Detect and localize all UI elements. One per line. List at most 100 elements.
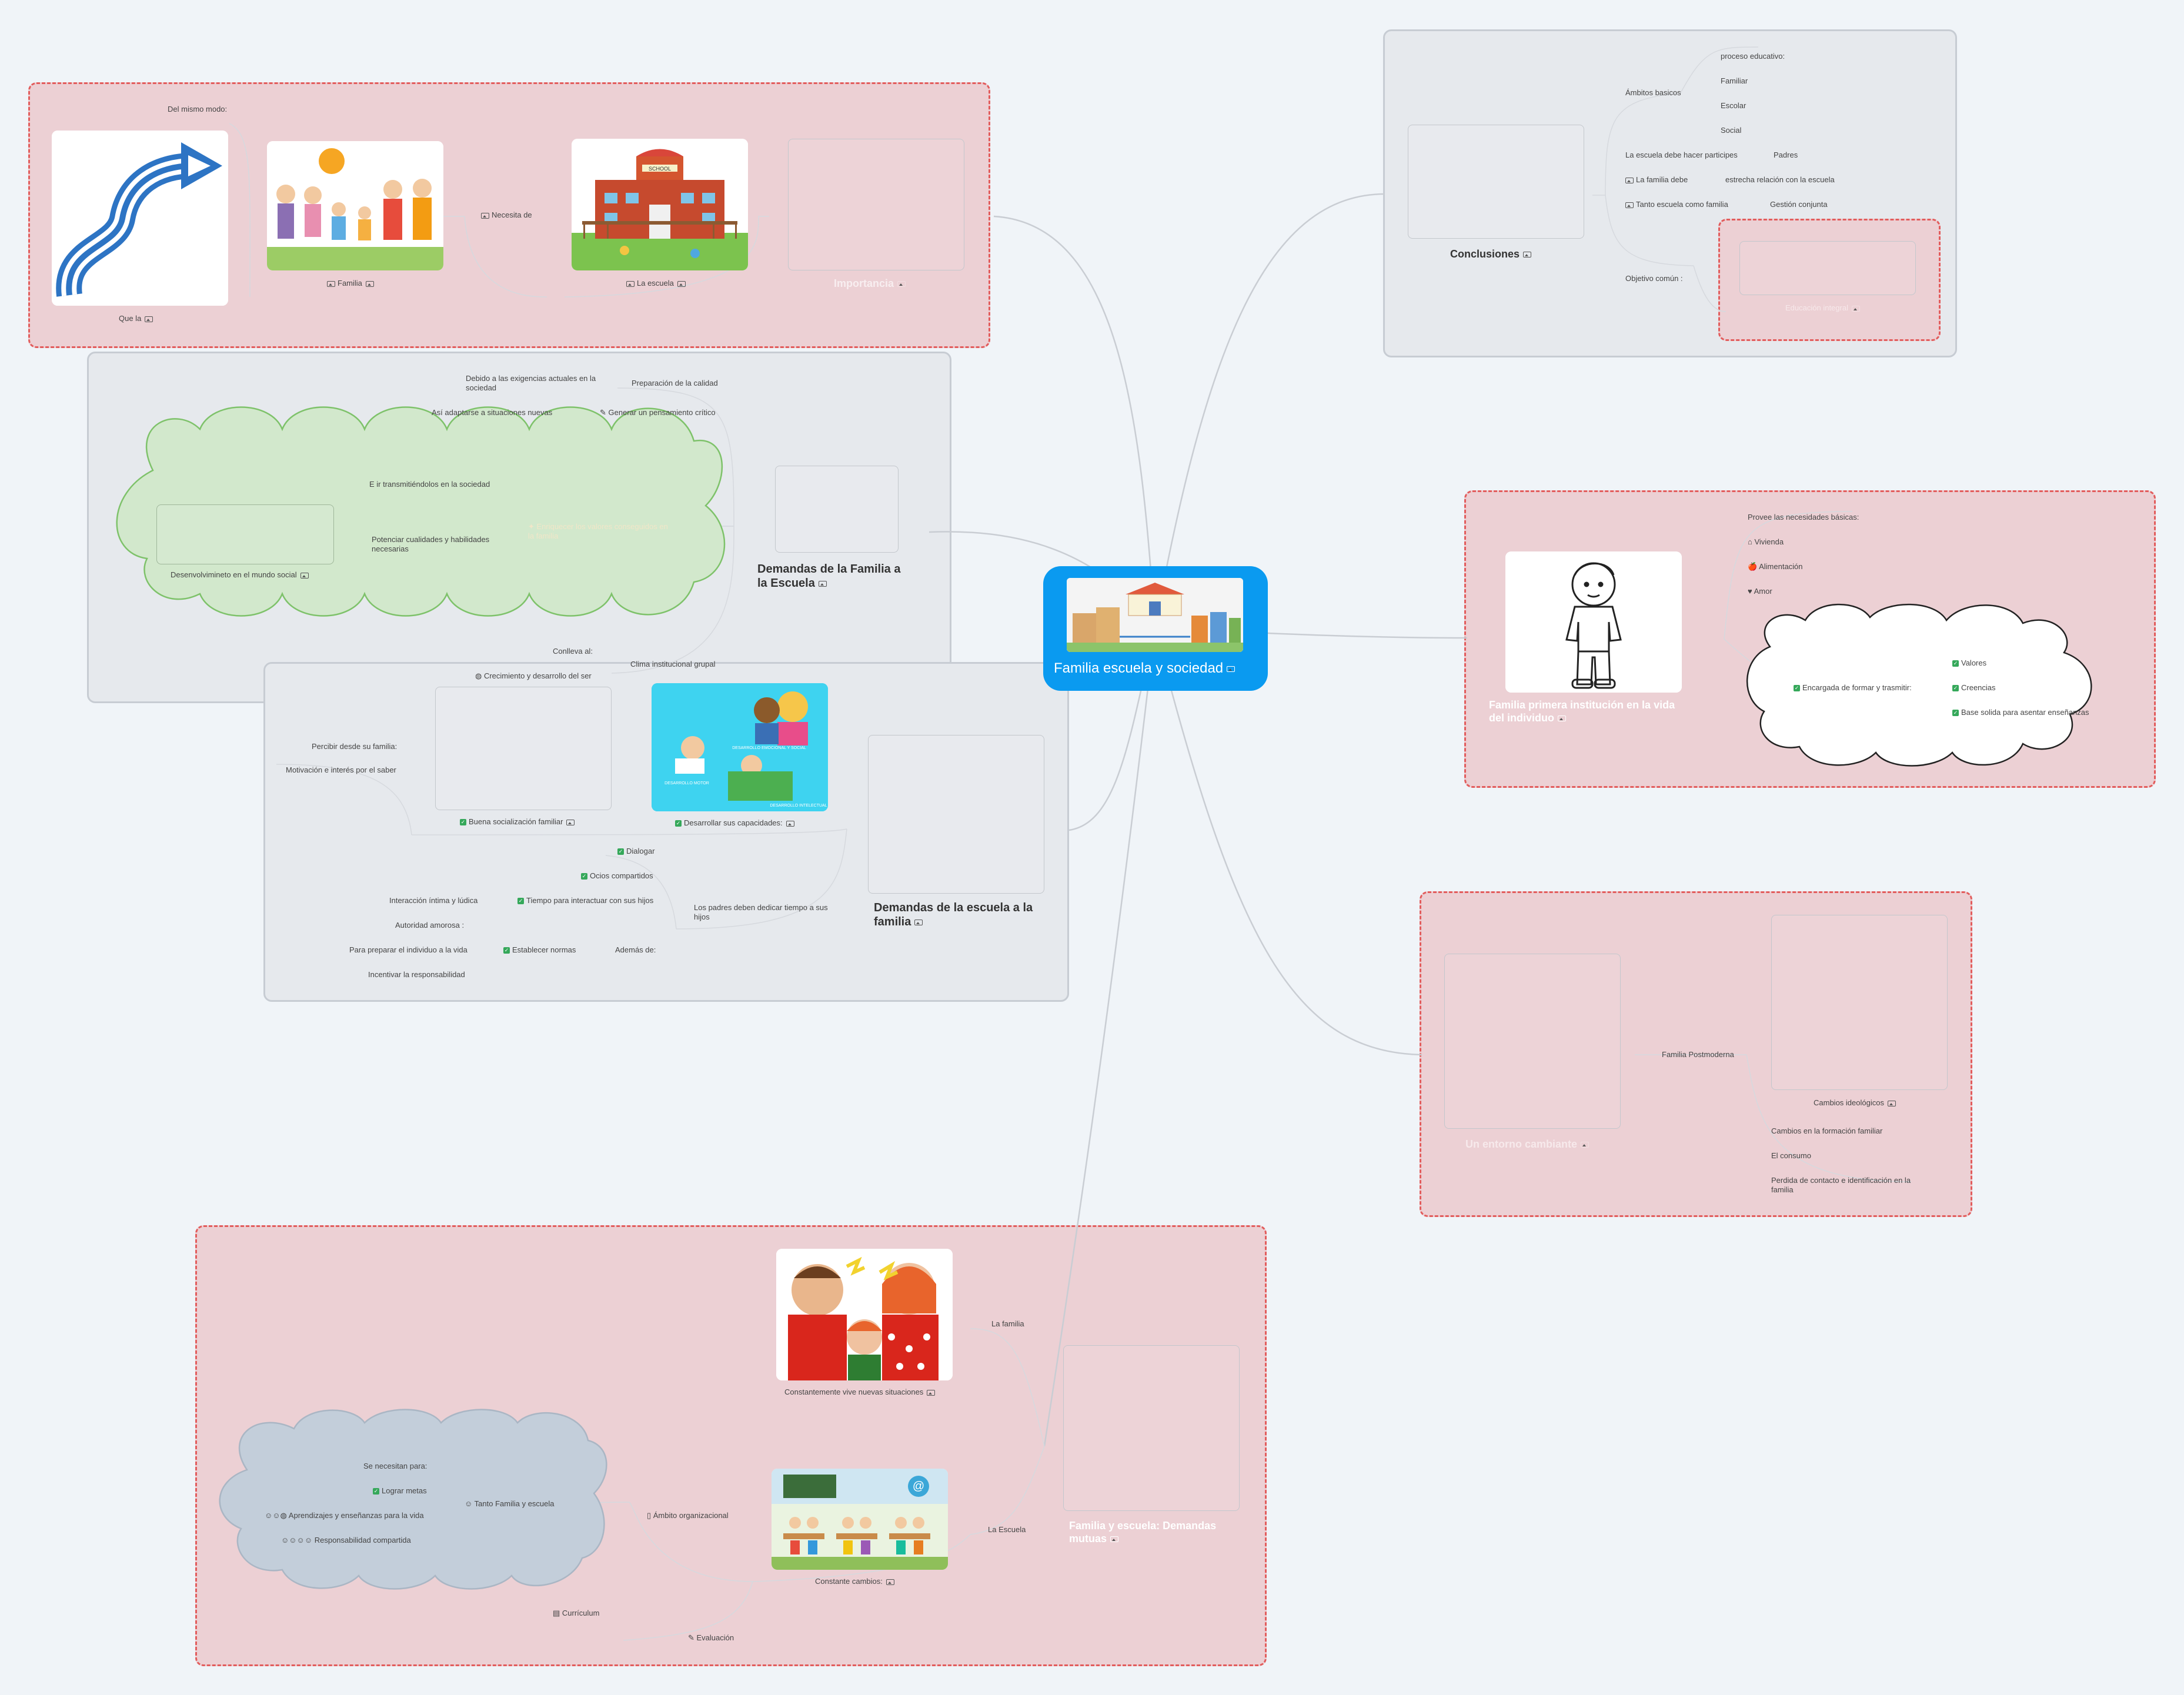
que-la-node[interactable]: Que la [119,314,153,323]
star-icon: ✦ [528,522,537,531]
tiempo-node[interactable]: ✓Tiempo para interactuar con sus hijos [517,896,654,905]
familia-node[interactable]: Familia [327,279,374,288]
objetivo-node[interactable]: Objetivo común : [1625,274,1683,283]
encargada-node[interactable]: ✓Encargada de formar y trasmitir: [1794,683,1912,692]
preparar-node[interactable]: Para preparar el individuo a la vida [349,945,467,954]
ambitos-node[interactable]: Ámbitos basicos [1625,88,1681,97]
conlleva-node[interactable]: Conlleva al: [553,647,593,656]
emoji-icon: ☺☺☺☺ [281,1536,315,1544]
lograr-metas-node[interactable]: ✓Lograr metas [373,1486,427,1495]
demandas-escuela-image-placeholder [868,735,1044,894]
gestion-node[interactable]: Gestión conjunta [1770,200,1828,209]
central-topic[interactable]: Familia escuela y sociedad [1043,566,1268,691]
social-node[interactable]: Social [1721,126,1742,135]
aprendizajes-node[interactable]: ☺☺◍ Aprendizajes y enseñanzas para la vi… [265,1511,424,1520]
check-icon: ✓ [1952,710,1959,717]
desarrollar-node[interactable]: ✓Desarrollar sus capacidades: [675,818,794,828]
escuela-node[interactable]: La escuela [626,279,686,288]
postmoderna-node[interactable]: Familia Postmoderna [1662,1050,1734,1059]
tanto-escuela-node[interactable]: Tanto escuela como familia [1625,200,1728,209]
constantemente-node[interactable]: Constantemente vive nuevas situaciones [784,1388,936,1397]
desenvolvimiento-node[interactable]: Desenvolvimineto en el mundo social [171,570,309,580]
alimentacion-node[interactable]: 🍎 Alimentación [1748,562,1803,571]
padres-dedicar-node[interactable]: Los padres deben dedicar tiempo a sus hi… [694,903,828,921]
buena-socializacion-node[interactable]: ✓Buena socialización familiar [460,817,575,827]
autoridad-node[interactable]: Autoridad amorosa : [395,921,465,930]
image-icon [886,1579,894,1585]
generar-node[interactable]: ✎ Generar un pensamiento crítico [600,408,716,417]
escolar-node[interactable]: Escolar [1721,101,1746,110]
house-icon: ⌂ [1748,537,1755,546]
check-icon: ✓ [1952,660,1959,667]
document-icon: ▯ [647,1511,653,1520]
cambios-ideologicos-image-placeholder [1771,915,1948,1090]
demandas-familia-image-placeholder [775,466,899,553]
proceso-node[interactable]: proceso educativo: [1721,52,1785,61]
central-topic-title: Familia escuela y sociedad [1054,660,1235,677]
base-solida-node[interactable]: ✓Base solida para asentar enseñanzas [1952,708,2089,717]
del-mismo-modo-node[interactable]: Del mismo modo: [168,105,228,113]
creencias-node[interactable]: ✓Creencias [1952,683,1996,692]
establecer-node[interactable]: ✓Establecer normas [503,945,576,954]
transmitiendolos-node[interactable]: E ir transmitiéndolos en la sociedad [369,480,490,489]
ocios-node[interactable]: ✓Ocios compartidos [581,871,653,880]
padres-node[interactable]: Padres [1774,151,1798,159]
escuela-debe-node[interactable]: La escuela debe hacer participes [1625,151,1738,159]
ambito-node[interactable]: ▯ Ámbito organizacional [647,1511,729,1520]
debido-node[interactable]: Debido a las exigencias actuales en la s… [466,374,596,392]
check-icon: ✓ [517,898,524,905]
la-escuela-node[interactable]: La Escuela [988,1525,1026,1534]
ademas-node[interactable]: Además de: [615,945,656,954]
importancia-title[interactable]: Importancia [834,278,906,289]
curriculum-node[interactable]: ▤ Currículum [553,1609,600,1617]
valores-node[interactable]: ✓Valores [1952,658,1987,667]
mutuas-title[interactable]: Familia y escuela: Demandas mutuas [1069,1520,1217,1544]
motivacion-node[interactable]: Motivación e interés por el saber [286,765,396,774]
provee-node[interactable]: Provee las necesidades básicas: [1748,513,1859,521]
estrecha-node[interactable]: estrecha relación con la escuela [1725,175,1835,184]
asi-node[interactable]: Así adaptarse a situaciones nuevas [432,408,553,417]
consumo-node[interactable]: El consumo [1771,1151,1811,1160]
cambios-formacion-node[interactable]: Cambios en la formación familiar [1771,1126,1883,1135]
check-icon: ✓ [617,848,624,855]
perdida-node[interactable]: Perdida de contacto e identificación en … [1771,1176,1911,1194]
conclusiones-title[interactable]: Conclusiones [1450,247,1532,261]
emoji-icon: ☺☺◍ [265,1511,289,1520]
la-familia-node[interactable]: La familia [991,1319,1024,1328]
school-image: SCHOOL [572,139,748,270]
constante-cambios-node[interactable]: Constante cambios: [815,1577,894,1586]
tanto-familia-node[interactable]: ☺ Tanto Familia y escuela [465,1499,555,1508]
crecimiento-node[interactable]: ◍ Crecimiento y desarrollo del ser [475,671,592,680]
vivienda-node[interactable]: ⌂ Vivienda [1748,537,1784,546]
preparacion-node[interactable]: Preparación de la calidad [632,379,718,387]
familia-debe-node[interactable]: La familia debe [1625,175,1688,185]
primera-institucion-title[interactable]: Familia primera institución en la vida d… [1489,699,1675,724]
demandas-familia-title[interactable]: Demandas de la Familia a la Escuela [757,563,901,590]
socializacion-image-placeholder [435,687,612,810]
entorno-title[interactable]: Un entorno cambiante [1465,1139,1589,1149]
child-development-image: DESARROLLO EMOCIONAL Y SOCIAL DESARROLLO… [652,683,828,811]
boy-image [1505,551,1682,693]
percibir-node[interactable]: Percibir desde su familia: [312,742,398,751]
enriquecer-node[interactable]: ✦ Enriquecer los valores conseguidos en … [528,522,668,540]
responsabilidad-node[interactable]: ☺☺☺☺ Responsabilidad compartida [281,1536,411,1544]
necesita-de-node[interactable]: Necesita de [481,210,532,220]
evaluacion-node[interactable]: ✎ Evaluación [688,1633,734,1642]
se-necesitan-node[interactable]: Se necesitan para: [363,1462,428,1470]
image-icon [365,280,374,287]
desenvolvimiento-image-placeholder [156,504,334,564]
image-icon [677,280,686,287]
incentivar-node[interactable]: Incentivar la responsabilidad [368,970,465,979]
cambios-ideologicos-node[interactable]: Cambios ideológicos [1814,1098,1896,1108]
check-icon: ✓ [503,947,510,954]
educacion-integral-node[interactable]: Educación integral [1785,303,1860,313]
amor-node[interactable]: ♥ Amor [1748,587,1772,596]
demandas-escuela-title[interactable]: Demandas de la escuela a la familia [874,901,1033,928]
clima-node[interactable]: Clima institucional grupal [630,660,716,668]
arguing-family-image [776,1249,953,1380]
check-icon: ✓ [581,873,587,880]
potenciar-node[interactable]: Potenciar cualidades y habilidades neces… [372,535,490,553]
dialogar-node[interactable]: ✓Dialogar [617,847,655,855]
interaccion-node[interactable]: Interacción íntima y lúdica [389,896,478,905]
familiar-node[interactable]: Familiar [1721,76,1748,85]
